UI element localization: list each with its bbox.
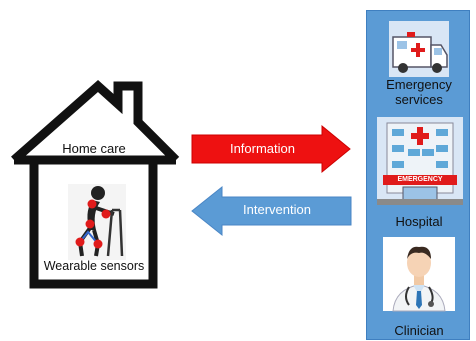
home-care-label: Home care (62, 141, 126, 156)
sensor-dot (101, 209, 111, 219)
sensor-dot (93, 239, 103, 249)
hospital-label: Hospital (395, 214, 443, 229)
sensor-dot (85, 219, 95, 229)
information-label: Information (229, 141, 296, 156)
wearable-sensors-label: Wearable sensors (43, 259, 145, 273)
doctor-icon (383, 237, 455, 312)
intervention-label: Intervention (243, 202, 311, 217)
clinician-label: Clinician (394, 323, 444, 338)
sensor-dot (75, 237, 85, 247)
intervention-arrow (191, 185, 352, 237)
hospital-icon (377, 117, 463, 205)
emergency-sign: EMERGENCY (397, 176, 443, 183)
information-arrow (191, 124, 351, 174)
emergency-services-label: Emergency services (386, 77, 452, 107)
house-outline (11, 79, 180, 289)
services-panel: Emergency services EMERGENCY Hospital (366, 10, 470, 340)
ambulance-icon (389, 21, 449, 77)
elderly-person-icon (68, 184, 126, 260)
sensor-dot (87, 199, 97, 209)
